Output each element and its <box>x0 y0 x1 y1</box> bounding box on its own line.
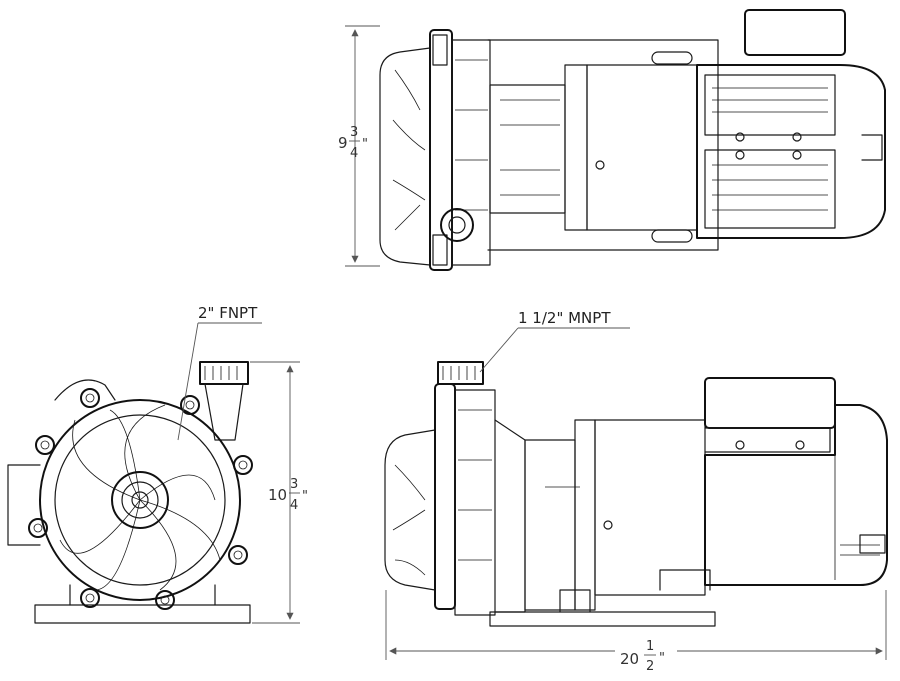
overall-length-unit: " <box>659 651 665 666</box>
junction-box-side <box>704 377 836 429</box>
top-width-unit: " <box>362 137 368 152</box>
front-height-num: 3 <box>290 477 298 492</box>
overall-length-dimension: 20 1 2 " <box>385 590 887 674</box>
top-width-num: 3 <box>350 125 358 140</box>
side-view <box>384 361 888 627</box>
front-height-den: 4 <box>290 498 298 513</box>
inlet-thread-label: 1 1/2" MNPT <box>518 309 611 327</box>
overall-length-den: 2 <box>646 659 654 674</box>
top-width-den: 4 <box>350 146 358 161</box>
front-height-unit: " <box>302 489 308 504</box>
overall-length-num: 1 <box>646 639 654 654</box>
outlet-thread-label: 2" FNPT <box>198 304 258 322</box>
top-width-whole: 9 <box>338 134 348 152</box>
top-view <box>379 9 886 271</box>
outlet-fitting <box>199 361 249 385</box>
housing-bolts <box>28 388 253 610</box>
overall-length-whole: 20 <box>620 650 639 668</box>
front-height-whole: 10 <box>268 486 287 504</box>
front-height-dimension: 10 3 4 " <box>250 361 308 624</box>
front-view <box>7 361 253 624</box>
impeller-housing <box>39 399 241 601</box>
junction-box-top <box>744 9 846 56</box>
drain-plug <box>440 208 474 242</box>
top-width-dimension: 9 3 4 " <box>338 25 380 267</box>
inlet-callout: 1 1/2" MNPT <box>479 309 630 373</box>
outlet-callout: 2" FNPT <box>177 304 262 441</box>
inlet-fitting <box>437 361 484 385</box>
